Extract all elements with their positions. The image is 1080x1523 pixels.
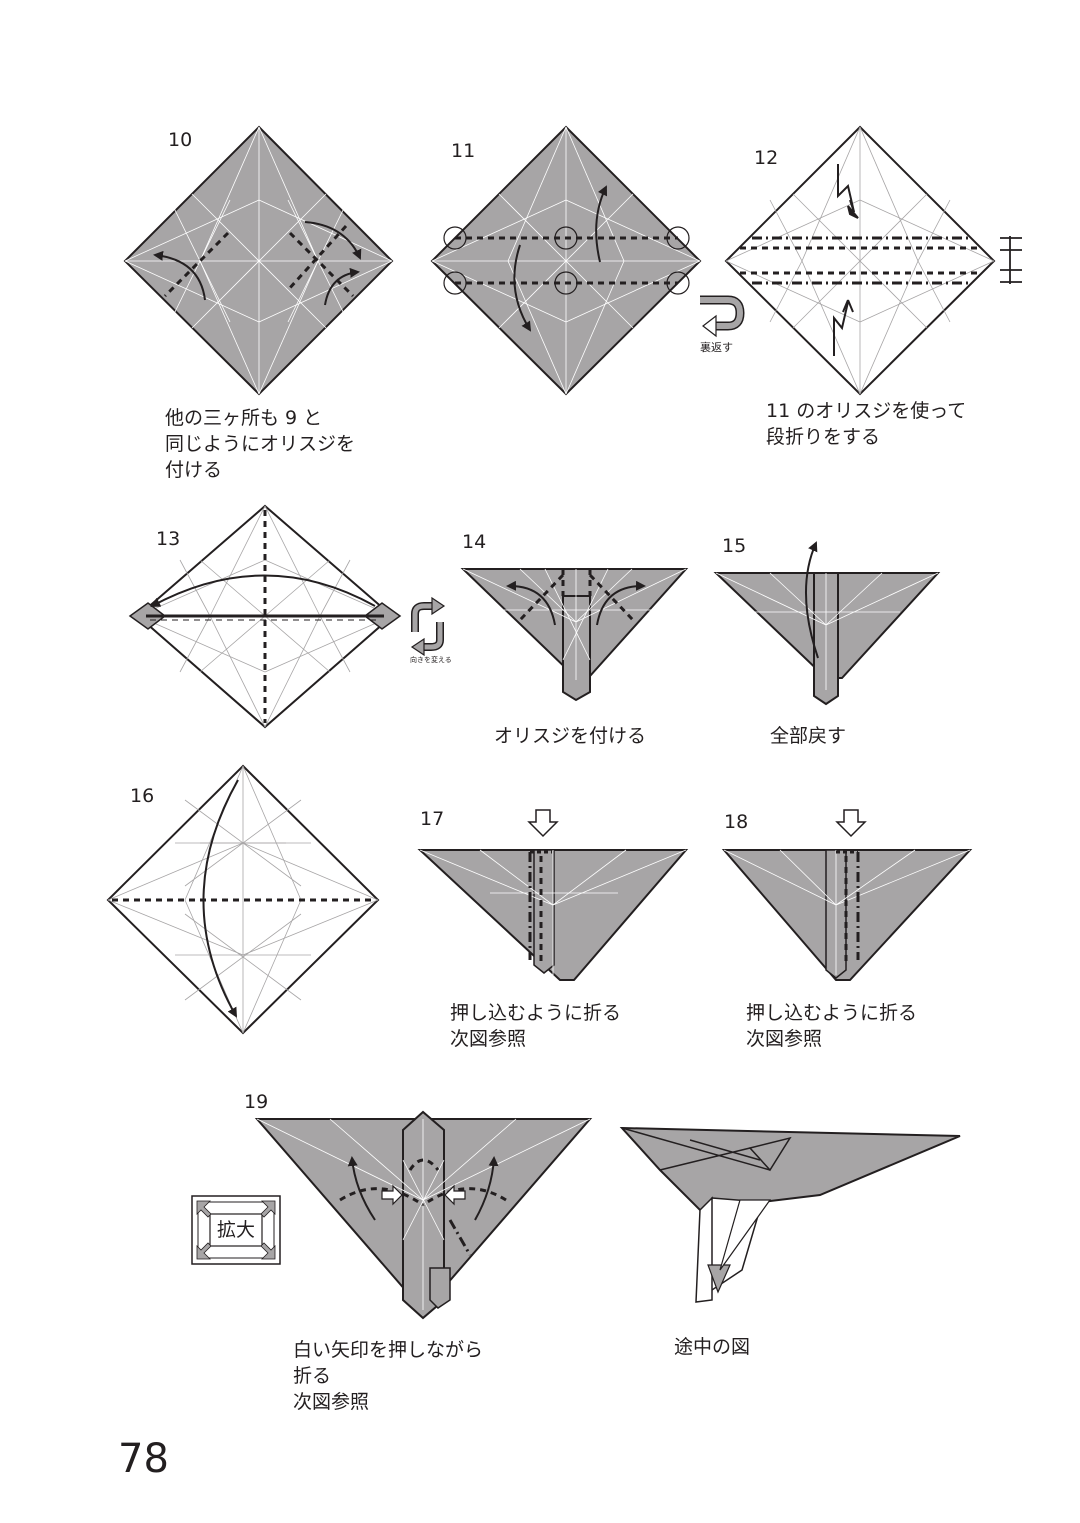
stepfold-icon [1000, 236, 1022, 284]
step19-diagram [191, 1110, 593, 1320]
step14-diagram [460, 568, 689, 702]
step-12-number: 12 [754, 147, 779, 169]
step16-diagram [106, 764, 380, 1035]
step12-diagram [724, 125, 1022, 396]
step-14-caption: オリスジを付ける [494, 725, 647, 747]
step-15-caption: 全部戻す [770, 725, 847, 747]
inprogress-diagram [619, 1126, 961, 1303]
step18-diagram [721, 809, 973, 981]
rotate-label: 向きを変える [410, 656, 452, 664]
step11-diagram [430, 125, 745, 396]
step-18-number: 18 [724, 811, 749, 833]
step-19-number: 19 [244, 1091, 269, 1113]
step-17-number: 17 [420, 808, 445, 830]
turn-over-icon [700, 295, 745, 338]
step17-diagram [417, 809, 689, 981]
white-arrow-icon [381, 1184, 466, 1206]
step-15-number: 15 [722, 535, 747, 557]
step-10-number: 10 [168, 129, 193, 151]
step13-diagram [128, 504, 446, 729]
step-17-caption: 押し込むように折る 次図参照 [450, 1002, 622, 1050]
zoom-icon [191, 1195, 281, 1265]
step-11-number: 11 [451, 140, 476, 162]
step-19-caption: 白い矢印を押しながら 折る 次図参照 [293, 1339, 484, 1413]
zoom-label: 拡大 [216, 1219, 255, 1241]
step-16-number: 16 [130, 785, 155, 807]
step-14-number: 14 [462, 531, 487, 553]
rotate-icon [410, 596, 446, 657]
inprogress-caption: 途中の図 [674, 1336, 751, 1358]
turn-over-label: 裏返す [700, 341, 733, 354]
step-13-number: 13 [156, 528, 181, 550]
step-12-caption: 11 のオリスジを使って 段折りをする [766, 400, 967, 448]
push-arrow-icon [527, 809, 559, 838]
step-18-caption: 押し込むように折る 次図参照 [746, 1002, 918, 1050]
step15-diagram [713, 541, 941, 706]
step-10-caption: 他の三ヶ所も 9 と 同じようにオリスジを 付ける [165, 407, 356, 481]
step10-diagram [123, 125, 394, 396]
page-number: 78 [118, 1436, 169, 1482]
push-arrow-icon [835, 809, 867, 838]
